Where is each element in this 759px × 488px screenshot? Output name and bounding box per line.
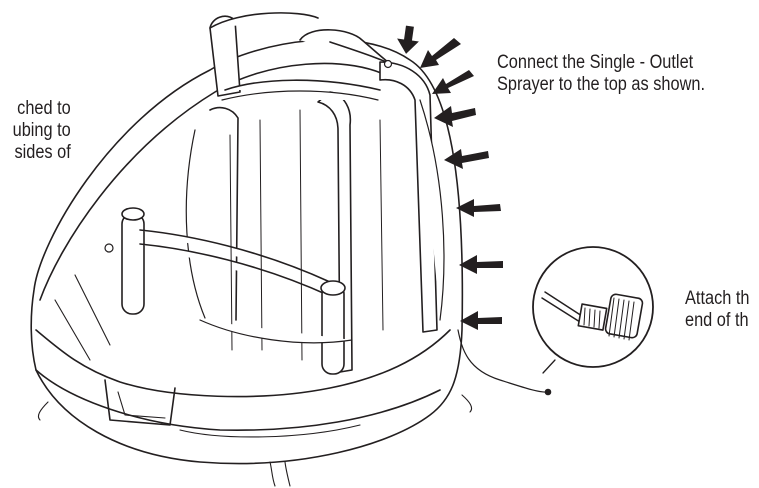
callout-connect-sprayer: Connect the Single - Outlet Sprayer to t… (497, 52, 706, 95)
tubing (457, 329, 552, 396)
base-tub (30, 38, 473, 487)
arrow-icon (397, 25, 419, 54)
spray-nozzle-icon (532, 246, 654, 374)
arrow-icon (444, 149, 489, 169)
arrow-icon (432, 70, 474, 94)
frame (104, 12, 445, 375)
arrow-icon (420, 38, 461, 68)
arrow-icon (460, 311, 502, 330)
arrow-icon (434, 106, 476, 127)
callout-left-text: ched to ubing to sides of (12, 98, 71, 163)
arrows (397, 25, 503, 330)
callout-attach-text: Attach th end of th (685, 288, 750, 331)
arrow-icon (459, 255, 503, 274)
arrow-icon (456, 199, 501, 217)
